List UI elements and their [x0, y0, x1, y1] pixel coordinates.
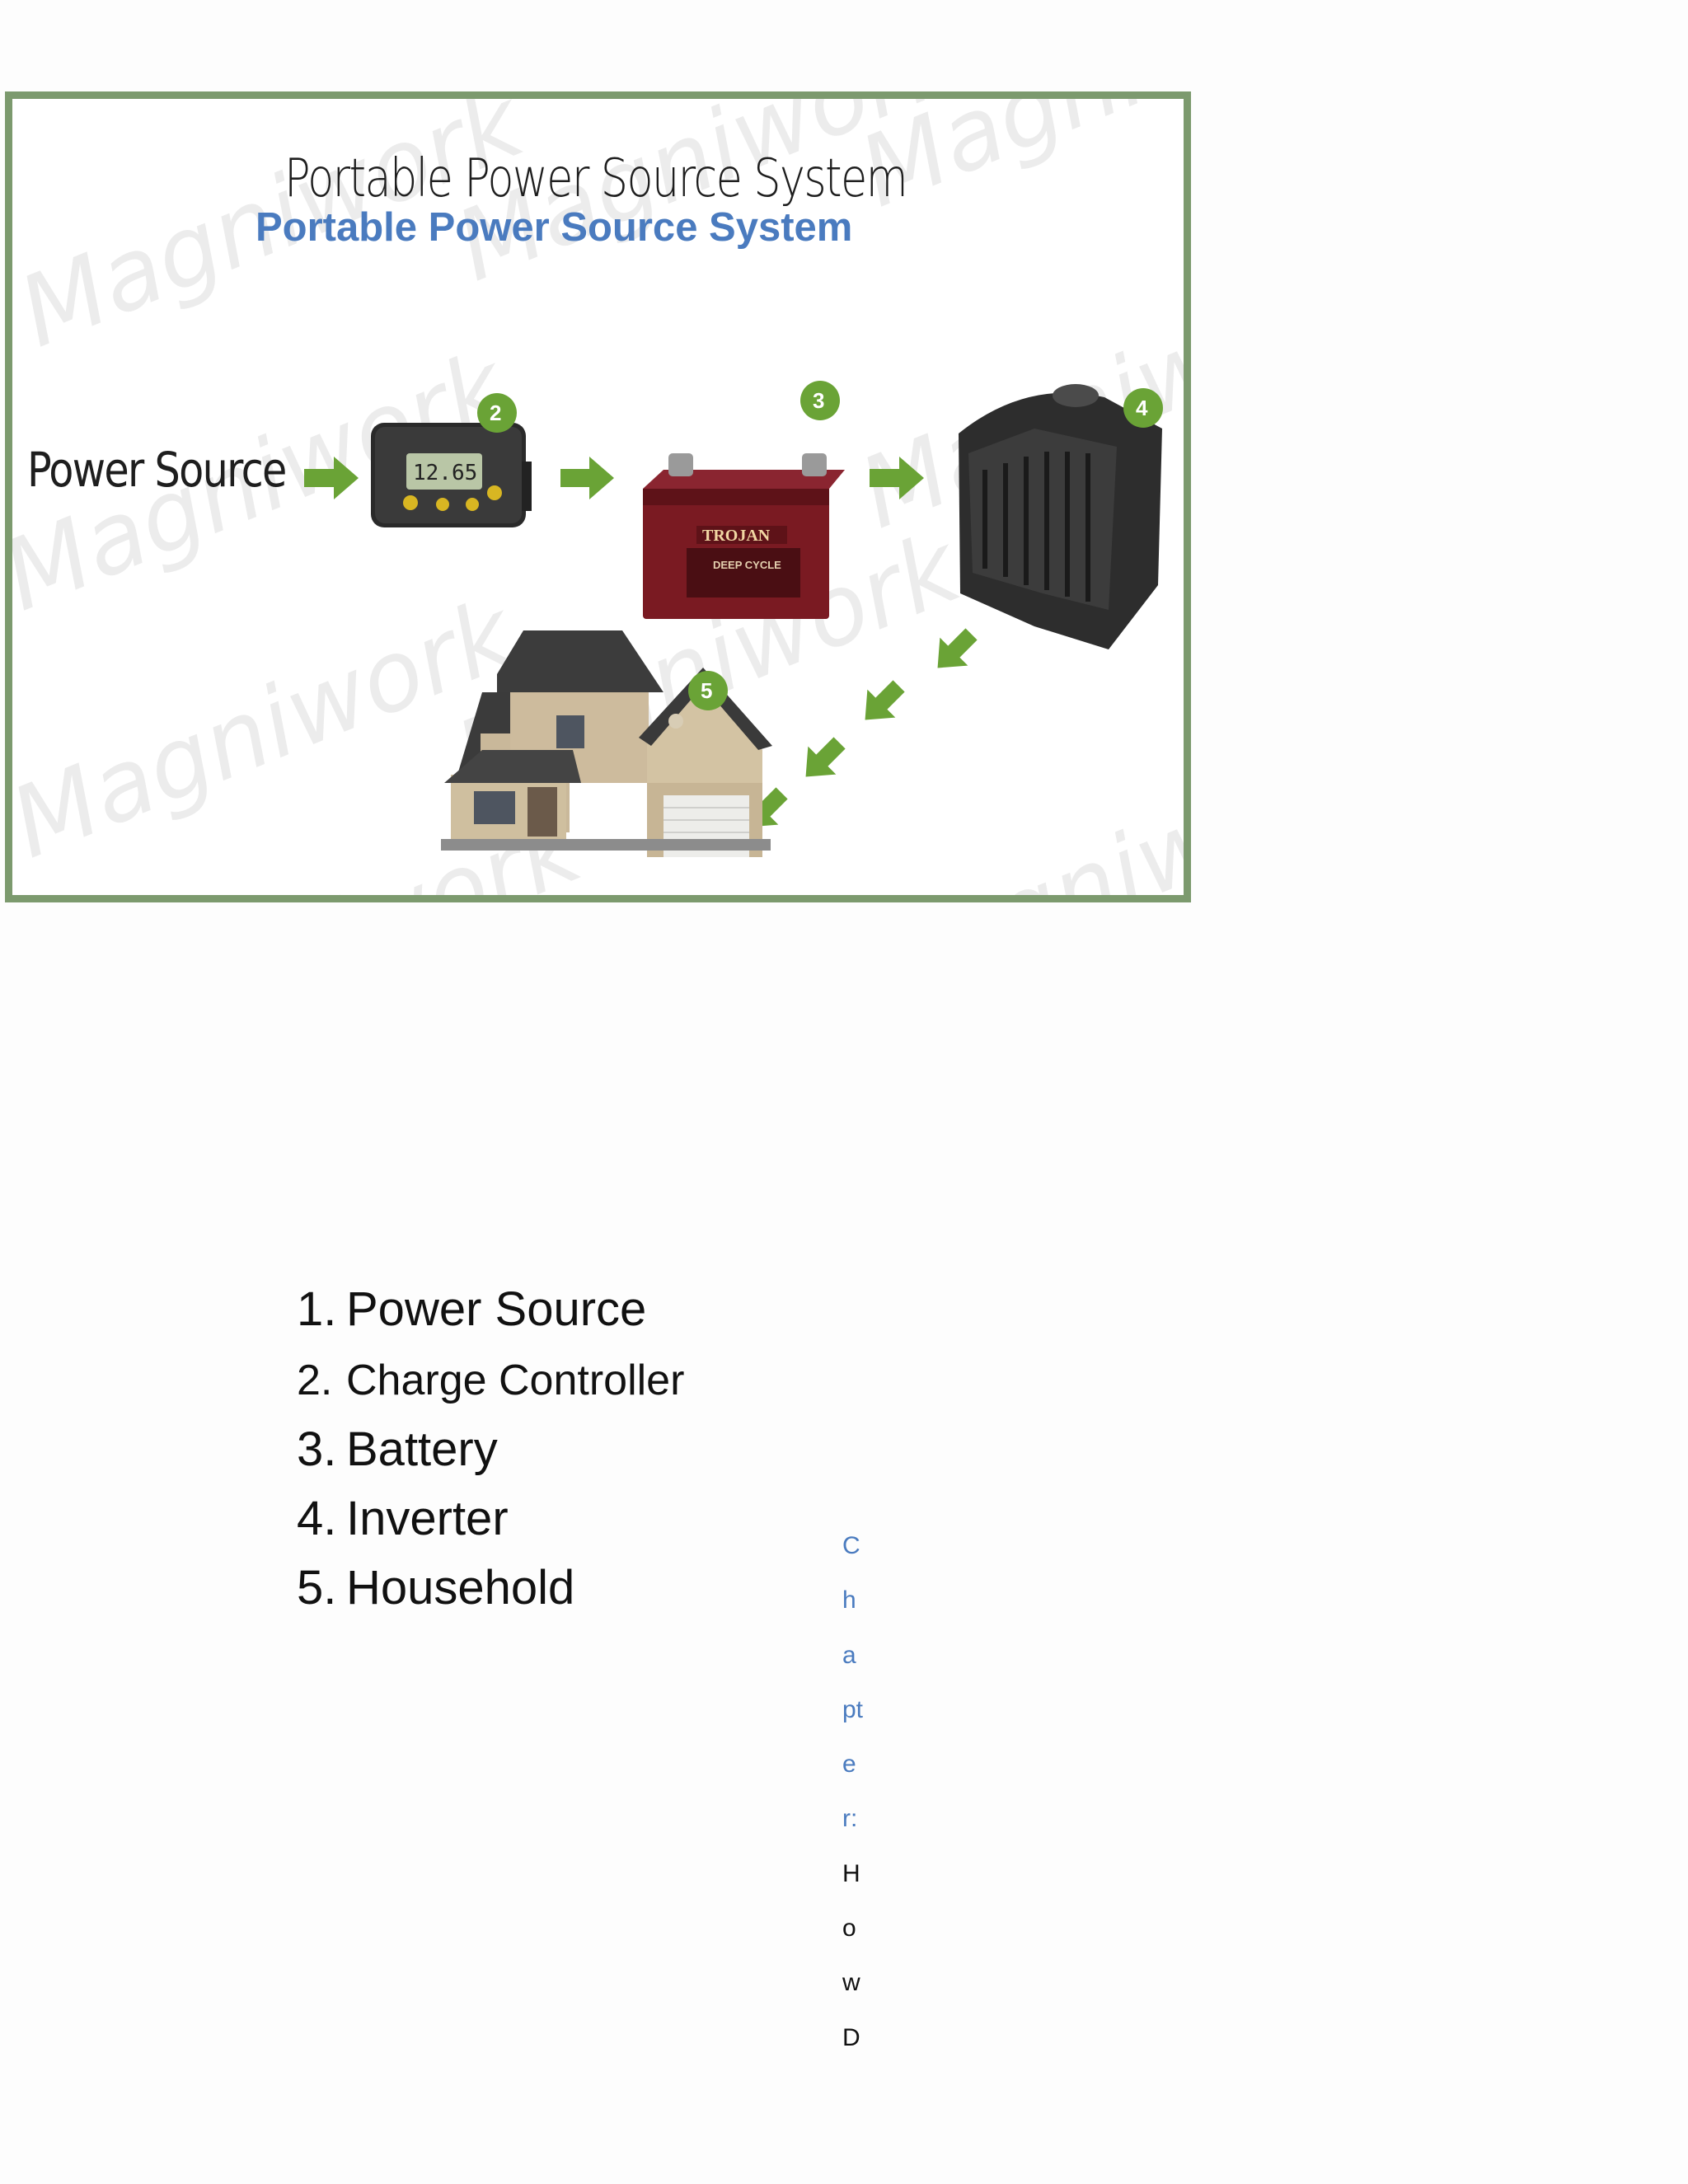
inverter-icon [959, 384, 1162, 649]
vertical-char: a [842, 1641, 856, 1669]
svg-text:3: 3 [813, 388, 824, 413]
power-source-label: Power Source [27, 442, 287, 498]
arrow-right-icon [560, 457, 614, 499]
list-item-label: Household [346, 1561, 575, 1615]
vertical-char: o [842, 1915, 856, 1943]
list-item: 1. Power Source [297, 1282, 684, 1351]
list-item: 2. Charge Controller [297, 1351, 684, 1422]
arrow-right-icon [870, 457, 924, 499]
badge-3: 3 [800, 381, 840, 420]
vertical-char: r: [842, 1805, 858, 1833]
figure-title: Portable Power Source System [284, 148, 908, 209]
power-system-figure: Magniwork Magniwork Magniwork Magniwork … [5, 91, 1191, 902]
badge-5: 5 [688, 671, 728, 710]
vertical-char: D [842, 2023, 860, 2051]
vertical-char: w [842, 1969, 860, 1997]
arrow-right-icon [304, 457, 359, 499]
battery-icon: TROJAN DEEP CYCLE [643, 453, 845, 619]
badge-4: 4 [1123, 388, 1163, 428]
arrow-down-left-icon [805, 737, 846, 777]
badge-2: 2 [477, 393, 517, 433]
svg-text:2: 2 [490, 401, 501, 425]
list-item-label: Charge Controller [346, 1357, 685, 1404]
list-item: 3. Battery [297, 1422, 684, 1491]
list-item-number: 5. [297, 1561, 337, 1615]
lcd-reading: 12.65 [413, 461, 477, 485]
charge-controller-icon: 12.65 [371, 423, 532, 527]
svg-text:4: 4 [1136, 396, 1148, 420]
vertical-char: pt [842, 1695, 864, 1723]
list-item-label: Power Source [346, 1282, 647, 1336]
battery-brand: TROJAN [702, 527, 771, 545]
list-item-number: 2. [297, 1357, 333, 1404]
svg-text:5: 5 [701, 678, 712, 703]
list-item-label: Inverter [346, 1492, 509, 1545]
vertical-char: e [842, 1750, 856, 1779]
vertical-char: C [842, 1532, 860, 1559]
battery-subtitle: DEEP CYCLE [713, 559, 781, 571]
house-icon [441, 630, 772, 857]
list-item-label: Battery [346, 1422, 498, 1476]
list-item-number: 3. [297, 1422, 337, 1476]
arrow-down-left-icon [937, 628, 978, 668]
list-item-number: 4. [297, 1492, 337, 1545]
list-item-number: 1. [297, 1282, 337, 1336]
list-item: 4. Inverter [297, 1491, 684, 1560]
figure-graphics: 12.65 2 TROJAN DEEP CYCLE 3 [304, 381, 1163, 857]
vertical-char: h [842, 1586, 856, 1615]
components-list: 1. Power Source 2. Charge Controller 3. … [297, 1282, 684, 1629]
figure-subtitle: Portable Power Source System [256, 205, 853, 250]
list-item: 5. Household [297, 1560, 684, 1629]
vertical-chapter-text: C h a pt e r: H o w D [842, 1531, 863, 2078]
arrow-down-left-icon [865, 680, 905, 720]
vertical-char: H [842, 1859, 860, 1887]
